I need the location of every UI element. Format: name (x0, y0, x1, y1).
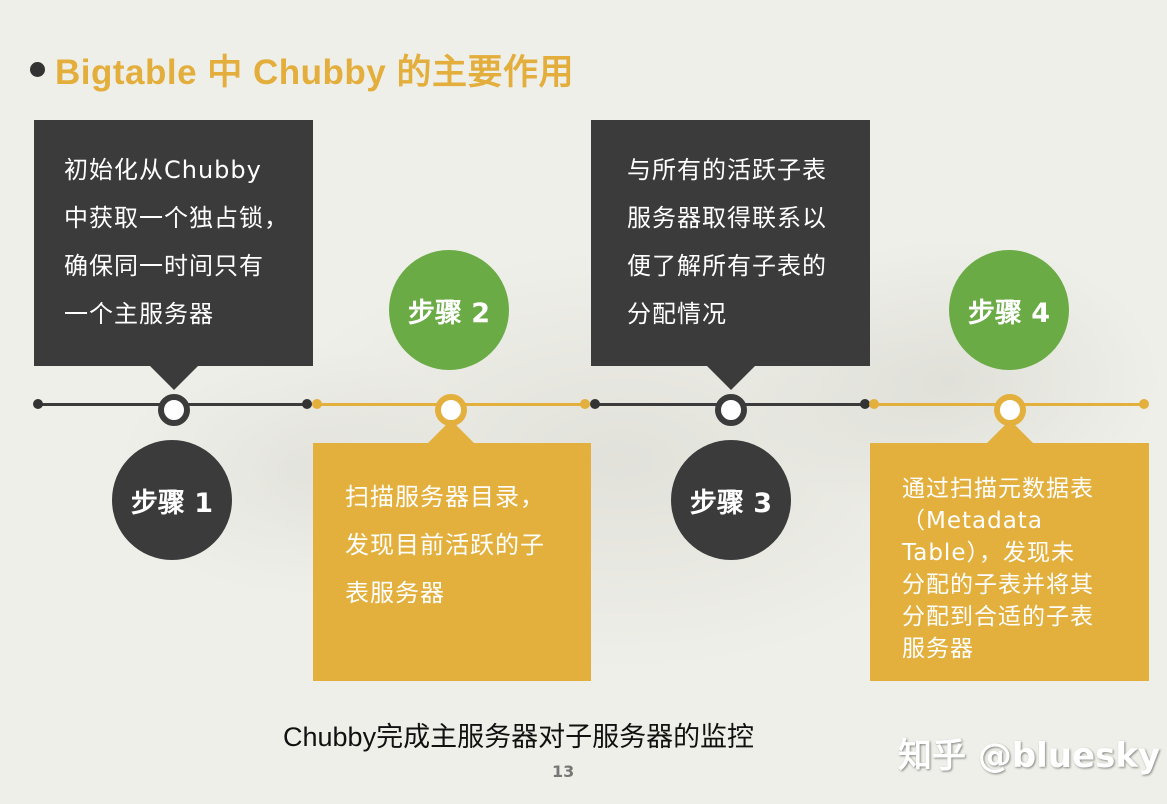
step-3-description: 与所有的活跃子表 服务器取得联系以 便了解所有子表的 分配情况 (627, 156, 827, 328)
page-number: 13 (552, 762, 575, 781)
watermark: 知乎 @bluesky (898, 736, 1161, 776)
bullet-icon (30, 62, 45, 77)
step-2-box: 扫描服务器目录， 发现目前活跃的子 表服务器 (313, 443, 591, 681)
timeline-dot (590, 399, 600, 409)
step-4-pointer (986, 420, 1034, 444)
timeline-dot (860, 399, 870, 409)
step-4-description: 通过扫描元数据表 （Metadata Table），发现未 分配的子表并将其 分… (902, 476, 1094, 662)
timeline-dot (580, 399, 590, 409)
title-text: Bigtable 中 Chubby 的主要作用 (55, 53, 575, 92)
timeline-dot (1139, 399, 1149, 409)
timeline-dot (869, 399, 879, 409)
slide-caption: Chubby完成主服务器对子服务器的监控 (283, 722, 755, 752)
timeline-dot (302, 399, 312, 409)
step-3-badge: 步骤 3 (671, 440, 791, 560)
step-1-box: 初始化从Chubby 中获取一个独占锁， 确保同一时间只有 一个主服务器 (34, 120, 313, 366)
timeline-dot (33, 399, 43, 409)
slide-title: Bigtable 中 Chubby 的主要作用 (30, 44, 574, 95)
step-4-box: 通过扫描元数据表 （Metadata Table），发现未 分配的子表并将其 分… (870, 443, 1149, 681)
step-1-description: 初始化从Chubby 中获取一个独占锁， 确保同一时间只有 一个主服务器 (64, 156, 289, 328)
step-4-badge: 步骤 4 (949, 250, 1069, 370)
step-2-description: 扫描服务器目录， 发现目前活跃的子 表服务器 (345, 483, 545, 607)
step-3-pointer (707, 366, 755, 390)
step-2-badge: 步骤 2 (389, 250, 509, 370)
step-2-pointer (427, 420, 475, 444)
step-1-pointer (150, 366, 198, 390)
step-3-box: 与所有的活跃子表 服务器取得联系以 便了解所有子表的 分配情况 (591, 120, 870, 366)
timeline-dot (312, 399, 322, 409)
step-1-node (158, 394, 190, 426)
step-3-node (715, 394, 747, 426)
step-1-badge: 步骤 1 (112, 440, 232, 560)
